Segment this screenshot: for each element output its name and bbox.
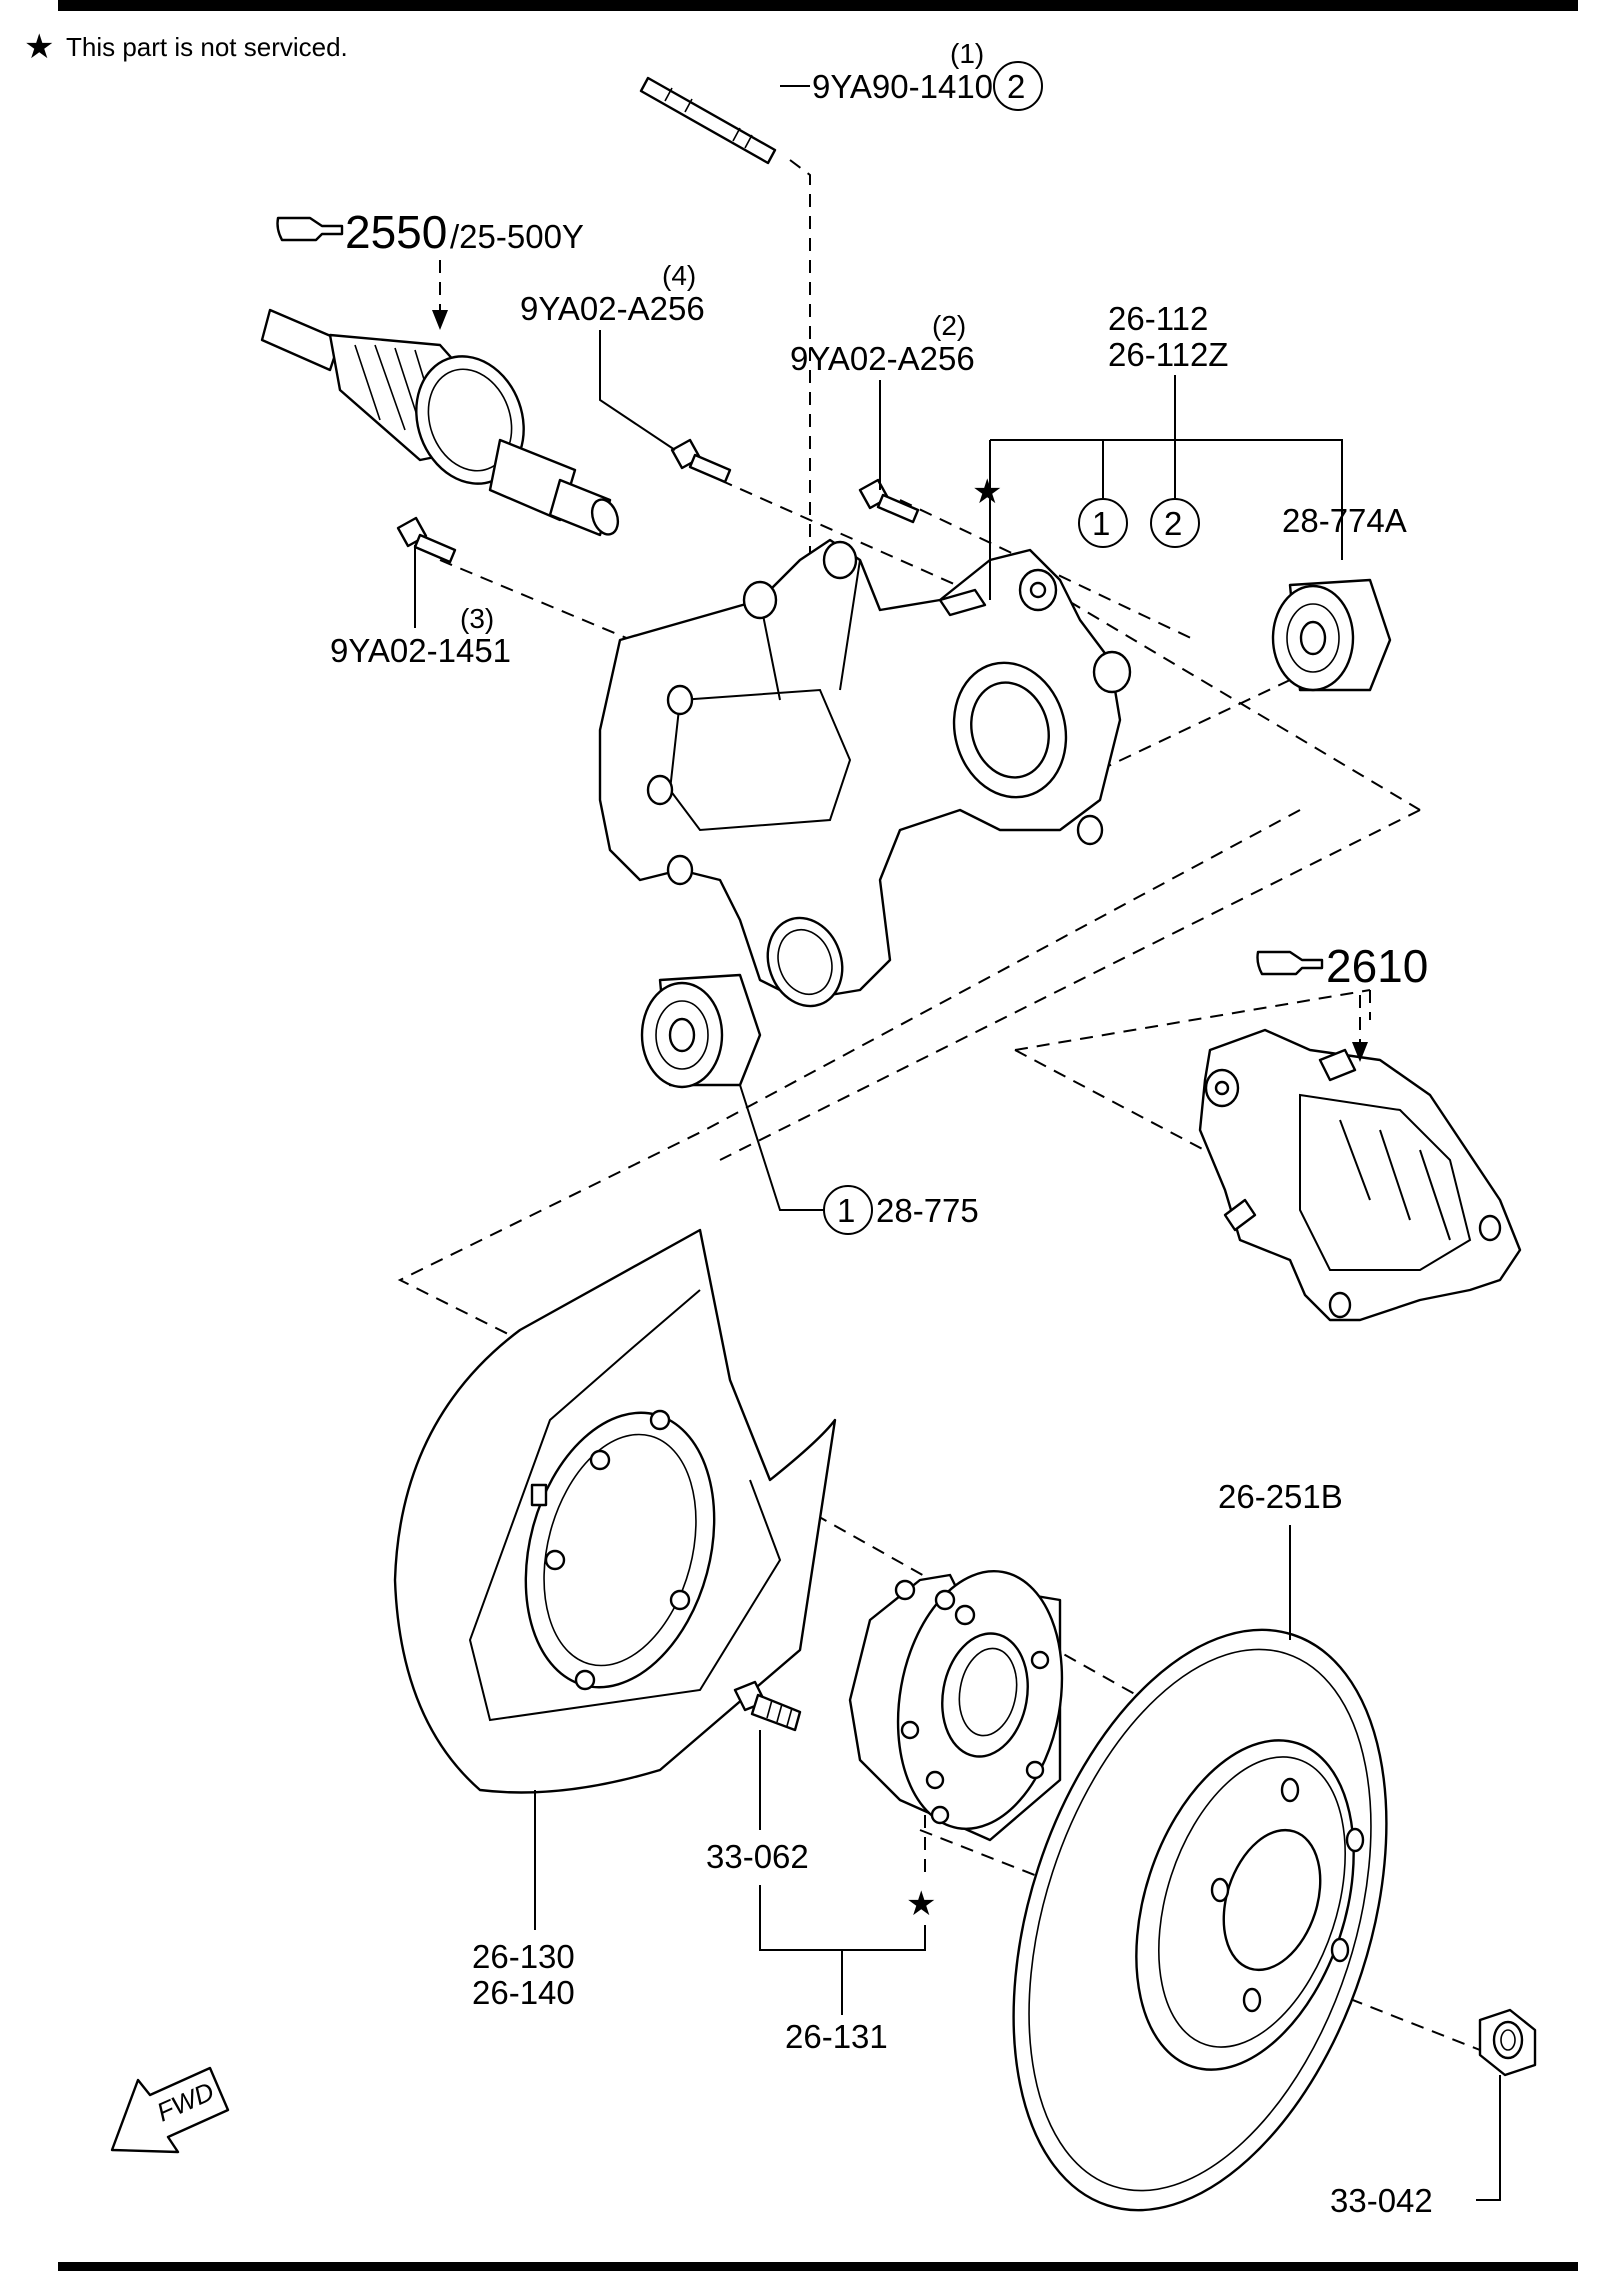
pointing-hand-icon [1256,950,1324,976]
brake-rotor [1012,1628,1388,2212]
callout-caliper-ref: 2610 [1256,940,1428,1062]
svg-text:33-062: 33-062 [706,1838,809,1875]
callout-28-775: 1 28-775 [739,1084,979,1235]
svg-text:(2): (2) [932,310,966,341]
star-icon: ★ [906,1884,936,1924]
hub-bolt-33-062 [733,1680,802,1732]
forward-arrow-icon: FWD [110,2066,230,2154]
star-icon: ★ [24,27,54,67]
knuckle-26-112 [598,538,1132,1008]
callout-knuckle-26-112: 26-112 26-112Z ★ 1 2 [972,300,1343,600]
dust-shield [393,1228,837,1794]
svg-text:33-042: 33-042 [1330,2182,1433,2219]
callout-9ya02-1451: (3) 9YA02-1451 [330,545,511,669]
svg-text:26-130: 26-130 [472,1938,575,1975]
callout-hub-assy-26-131: ★ 26-131 [759,1815,936,2055]
svg-text:2: 2 [1164,505,1182,542]
svg-text:2550: 2550 [345,206,447,258]
legend-note: ★ This part is not serviced. [24,27,348,67]
callout-28-774a: 28-774A [1282,502,1407,539]
drive-shaft [260,308,620,537]
callout-9ya90-1410: (1) 9YA90-1410 2 [780,38,1043,111]
top-border [58,0,1578,11]
svg-text:26-251B: 26-251B [1218,1478,1343,1515]
svg-text:(1): (1) [950,38,984,69]
wheel-hub-assembly [848,1570,1064,1842]
svg-text:2610: 2610 [1326,940,1428,992]
bolt-9ya02-1451 [396,516,457,564]
bushing-28-775 [640,973,762,1089]
svg-text:(3): (3) [460,603,494,634]
svg-text:26-112Z: 26-112Z [1108,336,1228,373]
svg-text:26-140: 26-140 [472,1974,575,2011]
svg-text:/25-500Y: /25-500Y [450,218,584,255]
bushing-28-774a [1271,578,1392,692]
stud-9ya90-1410 [639,76,777,165]
svg-text:9YA02-1451: 9YA02-1451 [330,632,511,669]
svg-text:9YA90-1410: 9YA90-1410 [812,68,993,105]
svg-text:1: 1 [837,1192,855,1229]
callout-nut-33-042: 33-042 [1330,2075,1501,2219]
svg-text:26-131: 26-131 [785,2018,888,2055]
legend-note-text: This part is not serviced. [66,32,348,62]
star-icon: ★ [972,472,1002,512]
bolt-9ya02-a256-2 [858,478,920,524]
bolt-9ya02-a256-4 [670,438,732,484]
svg-text:2: 2 [1007,68,1025,105]
hub-nut-33-042 [1478,2008,1537,2077]
callout-9ya02-a256-2: (2) 9YA02-A256 [790,310,975,490]
svg-text:28-775: 28-775 [876,1192,979,1229]
svg-text:(4): (4) [662,260,696,291]
svg-text:1: 1 [1092,505,1110,542]
callout-rotor-26-251b: 26-251B [1218,1478,1343,1640]
callout-drive-shaft-ref: 2550 /25-500Y [276,206,584,330]
svg-text:9YA02-A256: 9YA02-A256 [790,340,975,377]
svg-text:9YA02-A256: 9YA02-A256 [520,290,705,327]
callout-9ya02-a256-4: (4) 9YA02-A256 [520,260,705,451]
callout-dust-shield: 26-130 26-140 [472,1790,575,2011]
svg-text:28-774A: 28-774A [1282,502,1407,539]
callout-hub-bolt-33-062: 33-062 [706,1730,809,1875]
svg-text:26-112: 26-112 [1108,300,1208,337]
pointing-hand-icon [276,216,344,242]
bottom-border [58,2262,1578,2271]
brake-caliper [1198,1028,1522,1322]
